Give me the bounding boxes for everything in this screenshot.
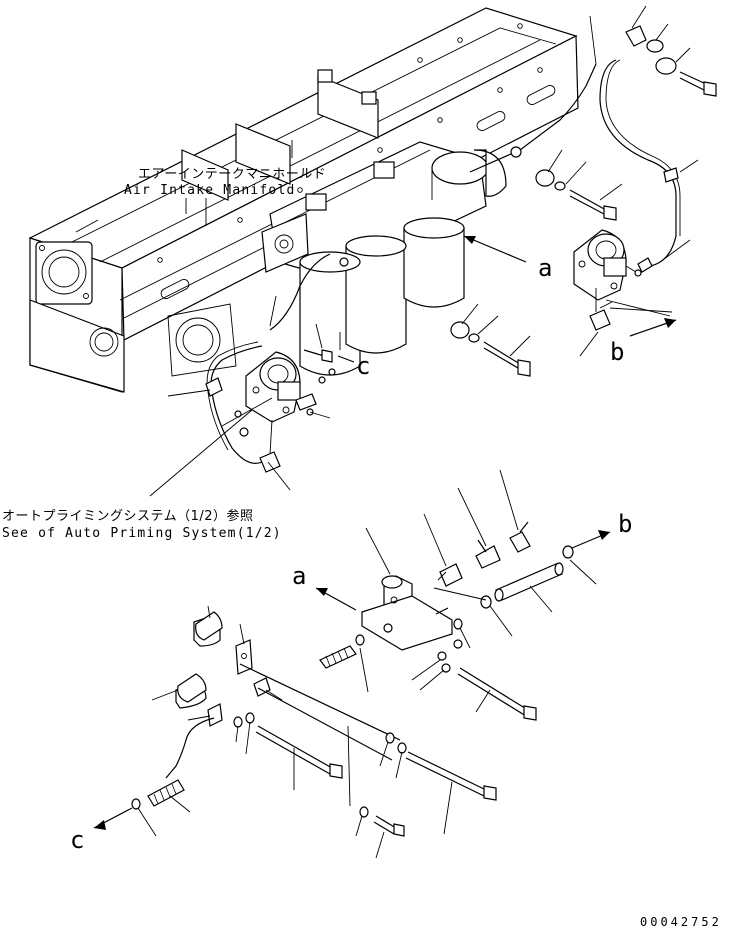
drawing-number: 00042752: [640, 915, 722, 929]
ref-a-lower: a: [292, 562, 307, 590]
ref-b-upper: b: [610, 338, 625, 366]
ref-c-upper: c: [356, 352, 371, 380]
fuel-filter-assembly: [261, 141, 507, 376]
ref-b-lower: b: [618, 510, 633, 538]
upper-arrows: [463, 235, 677, 337]
lower-leader-lines: [137, 469, 597, 859]
manifold-label-jp: エアーインテークマニホールド: [138, 167, 327, 182]
ref-a-upper: a: [538, 254, 553, 282]
upper-fasteners: [234, 25, 717, 418]
lower-arrows: [93, 530, 611, 830]
ref-c-lower: c: [70, 826, 85, 854]
priming-reference-label-jp: オートプライミングシステム（1/2）参照: [2, 509, 254, 524]
upper-leader-lines: [75, 5, 699, 497]
priming-reference-label-en: See of Auto Priming System(1/2): [2, 526, 282, 541]
priming-pump-upper-right: [573, 229, 642, 331]
priming-pump-upper-left: [245, 351, 317, 473]
manifold-label-en: Air Intake Manifold: [124, 183, 296, 198]
lower-exploded-parts: [131, 521, 574, 837]
